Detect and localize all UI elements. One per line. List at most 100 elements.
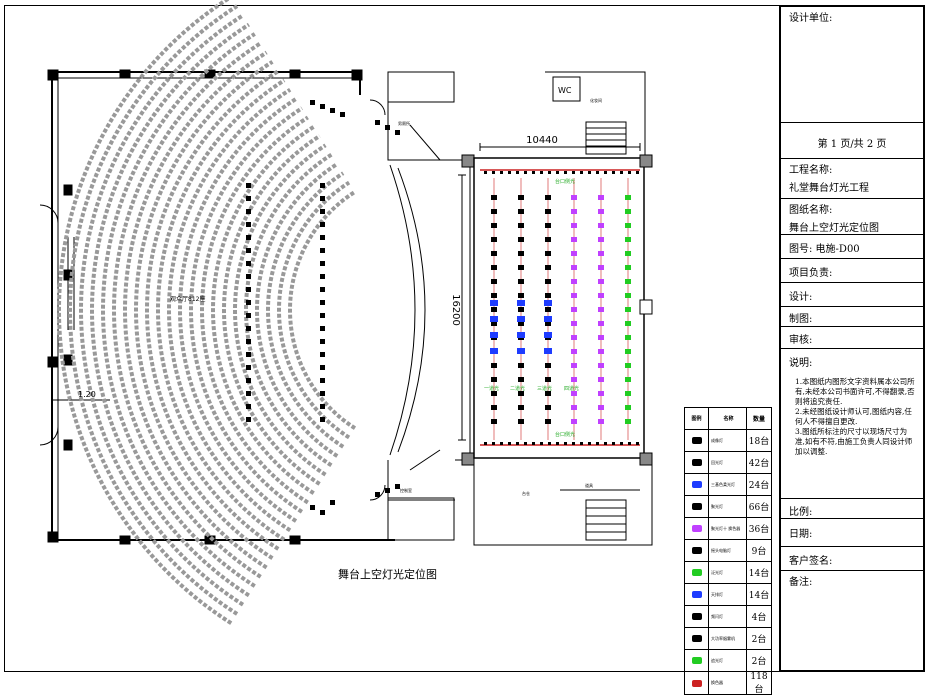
fixture-mark — [571, 209, 577, 214]
legend-item-name: 摇头电脑灯 — [709, 540, 747, 561]
fixture-mark — [628, 442, 631, 445]
fixture-mark — [625, 419, 631, 424]
foh-fixture — [320, 287, 325, 292]
note-1: 1.本图纸内图形文字资料属本公司所有,未经本公司书面许可,不得翻录,否则将追究责… — [795, 377, 915, 406]
fixture-mark — [518, 377, 524, 382]
legend-header-name: 名称 — [709, 408, 747, 429]
fixture-mark — [598, 419, 604, 424]
legend-item-qty: 14台 — [748, 591, 770, 601]
fixture-mark — [518, 279, 524, 284]
legend-item-name: 频闪灯 — [709, 606, 747, 627]
legend-item-name: 泛光灯 — [709, 562, 747, 583]
fixture-mark — [598, 195, 604, 200]
foh-fixture — [246, 378, 251, 383]
foh-fixture — [320, 313, 325, 318]
fixture-mark — [518, 419, 524, 424]
fixture-mark — [500, 442, 503, 445]
wc-label: WC — [558, 86, 572, 95]
foh-fixture — [246, 352, 251, 357]
fixture-mark — [625, 335, 631, 340]
foh-fixture — [246, 313, 251, 318]
fixture-mark — [484, 442, 487, 445]
fixture-mark — [517, 348, 525, 354]
fixture-mark — [518, 251, 524, 256]
tb-scale: 比例: — [781, 498, 923, 518]
seat-row — [222, 134, 321, 486]
tb-date: 日期: — [781, 518, 923, 546]
seat-row — [277, 180, 351, 440]
fixture-mark — [490, 300, 498, 306]
fixture-mark — [598, 335, 604, 340]
fixture-mark — [544, 332, 552, 338]
foh-fixture — [320, 326, 325, 331]
fixture-mark — [571, 279, 577, 284]
foh-fixture — [320, 391, 325, 396]
fixture-mark — [518, 195, 524, 200]
fixture-mark — [628, 171, 631, 174]
seat-row — [68, 4, 239, 616]
tb-client-sign: 客户签名: — [781, 546, 923, 570]
fixture-mark — [636, 171, 639, 174]
room-label-1: 控制室 — [400, 487, 412, 493]
fixture-mark — [518, 237, 524, 242]
moving-icon — [685, 540, 709, 561]
strobe-icon — [685, 606, 709, 627]
foh-fixture — [330, 500, 335, 505]
tb-design: 设计: — [781, 282, 923, 306]
room-label-0: 男厕所 — [398, 120, 410, 126]
foh-fixture — [246, 248, 251, 253]
fixture-mark — [545, 363, 551, 368]
fixture-mark — [625, 209, 631, 214]
fixture-mark — [625, 265, 631, 270]
fixture-mark — [524, 171, 527, 174]
fixture-mark — [625, 391, 631, 396]
fixture-mark — [518, 321, 524, 326]
fixture-mark — [491, 419, 497, 424]
fixture-mark — [516, 442, 519, 445]
legend-item-name: 聚光灯十 换色器 — [709, 518, 747, 539]
tb-project-lead: 项目负责: — [781, 258, 923, 282]
legend-header-icon: 图例 — [685, 408, 709, 429]
tb-design-unit: 设计单位: — [789, 13, 833, 24]
fixture-mark — [625, 279, 631, 284]
fixture-mark — [545, 223, 551, 228]
fixture-mark — [625, 251, 631, 256]
fixture-mark — [571, 405, 577, 410]
legend-item-name: 换色器 — [709, 672, 747, 694]
fixture-mark — [571, 251, 577, 256]
par-icon — [685, 452, 709, 473]
seat-row — [112, 41, 262, 579]
fixture-mark — [625, 321, 631, 326]
fixture-mark — [571, 321, 577, 326]
legend-item-qty: 118台 — [750, 671, 768, 695]
fixture-mark — [491, 321, 497, 326]
fixture-mark — [598, 321, 604, 326]
fixture-mark — [490, 348, 498, 354]
foh-fixture — [385, 488, 390, 493]
fixture-mark — [571, 391, 577, 396]
foh-fixture — [246, 274, 251, 279]
legend-item-name: 成像灯 — [709, 430, 747, 451]
fixture-mark — [636, 442, 639, 445]
fixture-mark — [532, 171, 535, 174]
fixture-mark — [545, 237, 551, 242]
legend-item-name: 聚光灯 — [709, 496, 747, 517]
dim-width-label: 10440 — [526, 135, 558, 146]
flood-icon — [685, 562, 709, 583]
foh-fixture — [246, 391, 251, 396]
drawing-sheet: 10440 16200 1.20 观众厅812座 WC 台口侧光 台口侧光 男厕… — [4, 0, 925, 695]
fixture-mark — [571, 195, 577, 200]
foh-fixture — [246, 196, 251, 201]
fixture-mark — [491, 251, 497, 256]
fixture-mark — [596, 442, 599, 445]
fixture-mark — [491, 377, 497, 382]
fixture-mark — [491, 363, 497, 368]
